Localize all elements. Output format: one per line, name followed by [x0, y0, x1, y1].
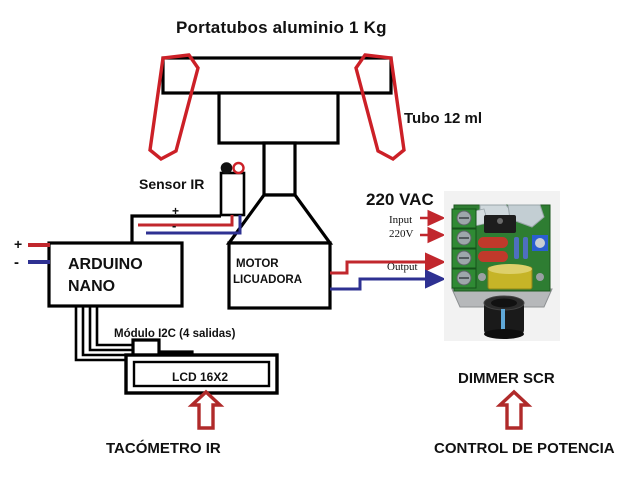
- label-arduino-line2: NANO: [68, 278, 116, 295]
- label-tube: Tubo 12 ml: [404, 110, 483, 127]
- i2c-bus-wires: [74, 306, 133, 362]
- lcd-display: [124, 353, 279, 395]
- motor-body: [227, 241, 332, 310]
- label-input: Input: [389, 214, 413, 226]
- terminal-blocks: [451, 208, 477, 289]
- label-sensor-plus: +: [172, 204, 180, 218]
- caption-left: TACÓMETRO IR: [106, 440, 221, 457]
- rotor-hub: [217, 91, 340, 145]
- caption-right: CONTROL DE POTENCIA: [434, 440, 615, 457]
- label-mains-voltage: 220 VAC: [366, 190, 434, 209]
- arduino-nano-box: [47, 241, 184, 308]
- tube-right: [354, 53, 406, 162]
- sensor-wire-negative: [146, 215, 242, 235]
- motor-output-wire-live: [330, 252, 446, 275]
- up-arrow-left: [187, 389, 225, 430]
- dimmer-knob[interactable]: [483, 295, 525, 339]
- label-output: Output: [387, 261, 418, 273]
- sensor-signal-wire: [130, 214, 221, 243]
- page-title: Portatubos aluminio 1 Kg: [176, 18, 387, 37]
- dimmer-scr-photo: [444, 191, 560, 341]
- label-dimmer: DIMMER SCR: [458, 370, 555, 387]
- sensor-wire-positive: [138, 215, 234, 227]
- label-i2c-module: Módulo I2C (4 salidas): [114, 328, 236, 340]
- label-ir-sensor: Sensor IR: [139, 176, 205, 192]
- label-lcd: LCD 16X2: [172, 370, 229, 384]
- up-arrow-right: [495, 389, 533, 430]
- label-power-plus: +: [14, 236, 23, 252]
- label-power-minus: -: [14, 254, 19, 271]
- motor-output-wire-neutral: [330, 269, 446, 291]
- tube-left: [148, 53, 200, 162]
- label-sensor-minus: -: [172, 218, 177, 233]
- label-motor-line2: LICUADORA: [233, 274, 302, 286]
- label-input-voltage: 220V: [389, 228, 414, 240]
- label-arduino-line1: ARDUINO: [68, 256, 143, 273]
- label-motor-line1: MOTOR: [236, 258, 279, 270]
- ir-sensor-body: [219, 161, 246, 217]
- motor-shaft: [262, 141, 297, 197]
